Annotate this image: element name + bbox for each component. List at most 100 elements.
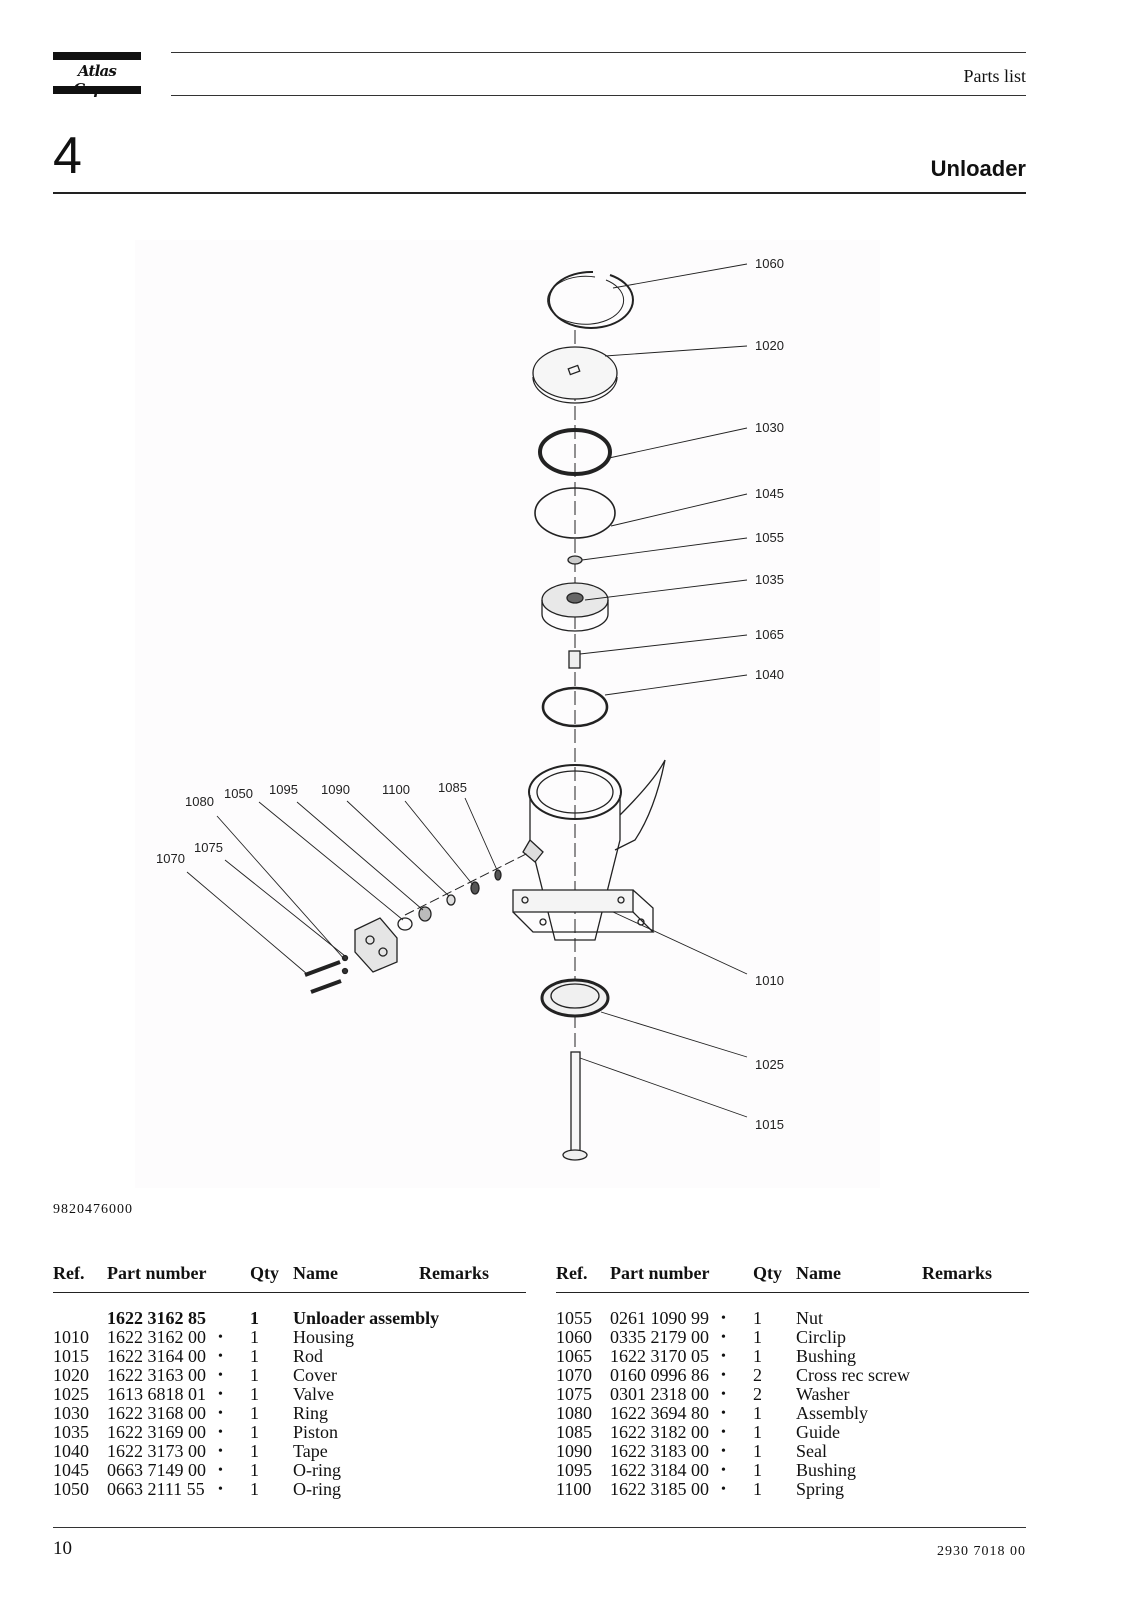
cell-bullet: •: [721, 1368, 726, 1383]
part-piston-hole: [566, 592, 584, 604]
cell-ref: 1055: [556, 1308, 592, 1328]
cell-part-number: 1622 3184 00: [610, 1460, 709, 1480]
part-piston-side: [541, 600, 609, 632]
part-washer-2: [341, 967, 349, 975]
header-name: Name: [293, 1263, 338, 1283]
cell-qty: 1: [753, 1460, 762, 1480]
cell-bullet: •: [721, 1444, 726, 1459]
cell-qty: 1: [250, 1308, 259, 1328]
cell-ref: 1020: [53, 1365, 89, 1385]
header-label: Parts list: [963, 66, 1026, 86]
cell-part-number: 1622 3185 00: [610, 1479, 709, 1499]
cell-qty: 2: [753, 1384, 762, 1404]
callout-label: 1065: [755, 627, 784, 642]
header-remarks: Remarks: [922, 1263, 992, 1283]
callout-label: 1050: [224, 786, 253, 801]
callout-label: 1075: [194, 840, 223, 855]
cell-part-number: 1622 3162 00: [107, 1327, 206, 1347]
diagram-svg: 1060 1020 1030 1045 1055 1035 1065 1040 …: [156, 256, 784, 1161]
title-rule: [53, 192, 1026, 194]
cell-ref: 1085: [556, 1422, 592, 1442]
part-ring: [538, 428, 612, 476]
cell-name: Piston: [293, 1422, 339, 1442]
part-circlip-inner: [547, 275, 625, 325]
cell-part-number: 1613 6818 01: [107, 1384, 206, 1404]
part-seal: [446, 894, 456, 906]
cell-qty: 1: [753, 1327, 762, 1347]
cell-part-number: 0663 7149 00: [107, 1460, 206, 1480]
cell-name: Spring: [796, 1479, 845, 1499]
cell-ref: 1025: [53, 1384, 89, 1404]
cell-part-number: 1622 3183 00: [610, 1441, 709, 1461]
cell-part-number: 0160 0996 86: [610, 1365, 709, 1385]
cell-part-number: 1622 3694 80: [610, 1403, 709, 1423]
header-part-number: Part number: [610, 1263, 710, 1283]
cell-qty: 1: [753, 1308, 762, 1328]
cell-bullet: •: [721, 1311, 726, 1326]
cell-qty: 1: [753, 1346, 762, 1366]
cell-bullet: •: [721, 1406, 726, 1421]
cell-ref: 1060: [556, 1327, 592, 1347]
cell-part-number: 0663 2111 55: [107, 1479, 205, 1499]
part-rod-head: [562, 1149, 588, 1161]
cell-part-number: 0301 2318 00: [610, 1384, 709, 1404]
part-bushing: [568, 650, 581, 669]
cell-bullet: •: [721, 1425, 726, 1440]
cell-bullet: •: [721, 1387, 726, 1402]
cell-name: Unloader assembly: [293, 1308, 440, 1328]
cell-bullet: •: [218, 1330, 223, 1345]
cell-bullet: •: [218, 1387, 223, 1402]
callout-label: 1035: [755, 572, 784, 587]
cell-qty: 1: [250, 1460, 259, 1480]
parts-table-left: Ref. Part number Qty Name Remarks 1622 3…: [53, 1264, 526, 1499]
cell-ref: 1100: [556, 1479, 592, 1499]
header-remarks: Remarks: [419, 1263, 489, 1283]
cell-bullet: •: [721, 1330, 726, 1345]
cell-name: Guide: [796, 1422, 840, 1442]
part-o-ring: [534, 487, 616, 539]
cell-name: Ring: [293, 1403, 329, 1423]
cell-qty: 1: [250, 1403, 259, 1423]
header-rule-top: [171, 52, 1026, 53]
cell-name: O-ring: [293, 1479, 341, 1499]
header-ref: Ref.: [556, 1263, 588, 1283]
cell-bullet: •: [218, 1425, 223, 1440]
cell-part-number: 0335 2179 00: [610, 1327, 709, 1347]
section-title: Unloader: [930, 156, 1026, 181]
cell-bullet: •: [721, 1463, 726, 1478]
part-assembly-block: [354, 917, 398, 973]
logo-bar-bottom: [53, 86, 141, 94]
cell-qty: 1: [250, 1384, 259, 1404]
cell-qty: 1: [250, 1346, 259, 1366]
cell-qty: 1: [753, 1403, 762, 1423]
cell-ref: 1010: [53, 1327, 89, 1347]
cell-qty: 1: [250, 1479, 259, 1499]
callout-label: 1085: [438, 780, 467, 795]
callout-label: 1055: [755, 530, 784, 545]
cell-ref: 1040: [53, 1441, 89, 1461]
cell-name: Bushing: [796, 1460, 857, 1480]
cell-bullet: •: [721, 1349, 726, 1364]
cell-part-number: 1622 3182 00: [610, 1422, 709, 1442]
cell-ref: 1065: [556, 1346, 592, 1366]
cell-ref: 1050: [53, 1479, 89, 1499]
cell-ref: 1095: [556, 1460, 592, 1480]
logo-bar-top: [53, 52, 141, 60]
cell-bullet: •: [218, 1368, 223, 1383]
cell-bullet: •: [218, 1349, 223, 1364]
cell-name: Valve: [293, 1384, 334, 1404]
part-cover-slot: [567, 364, 581, 376]
cell-bullet: •: [218, 1406, 223, 1421]
cell-qty: 1: [250, 1365, 259, 1385]
part-valve: [540, 978, 610, 1018]
cell-qty: 1: [753, 1422, 762, 1442]
header-name: Name: [796, 1263, 841, 1283]
callout-label: 1025: [755, 1057, 784, 1072]
